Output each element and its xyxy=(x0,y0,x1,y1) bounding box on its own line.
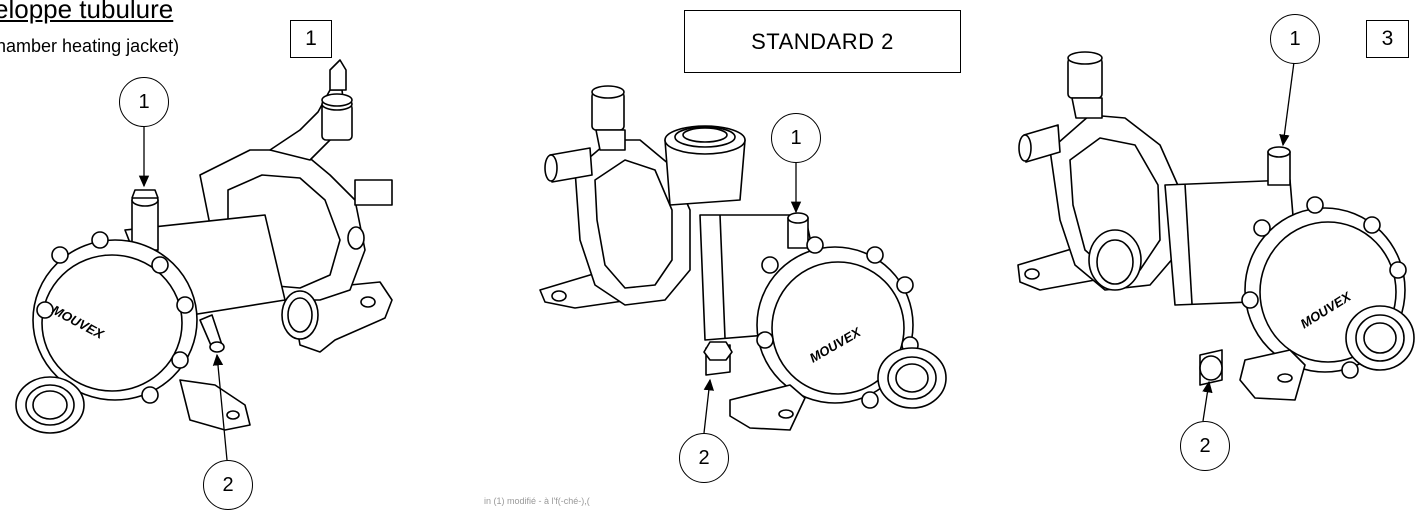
footnote-text: in (1) modifié - à l'f(-ché-),( xyxy=(484,496,590,506)
pump-variant-1: MOUVEX xyxy=(15,59,393,434)
variant-label-3: 3 xyxy=(1366,20,1409,58)
variant-label-1: 1 xyxy=(290,20,332,58)
pump-variant-2: MOUVEX xyxy=(539,85,947,431)
variant-label-standard-2: STANDARD 2 xyxy=(684,10,961,73)
drawing-title: eloppe tubulure xyxy=(0,0,174,24)
callout-bubble-v2-bottom: 2 xyxy=(679,433,729,483)
callout-bubble-v1-top: 1 xyxy=(119,77,169,127)
callout-bubble-v1-bottom: 2 xyxy=(203,460,253,510)
callout-bubble-v3-top: 1 xyxy=(1270,14,1320,64)
drawing-subtitle: hamber heating jacket) xyxy=(0,36,180,56)
pump-variant-3: MOUVEX xyxy=(1017,51,1415,401)
callout-bubble-v3-bottom: 2 xyxy=(1180,421,1230,471)
callout-bubble-v2-top: 1 xyxy=(771,113,821,163)
leader-lines xyxy=(138,61,1295,461)
